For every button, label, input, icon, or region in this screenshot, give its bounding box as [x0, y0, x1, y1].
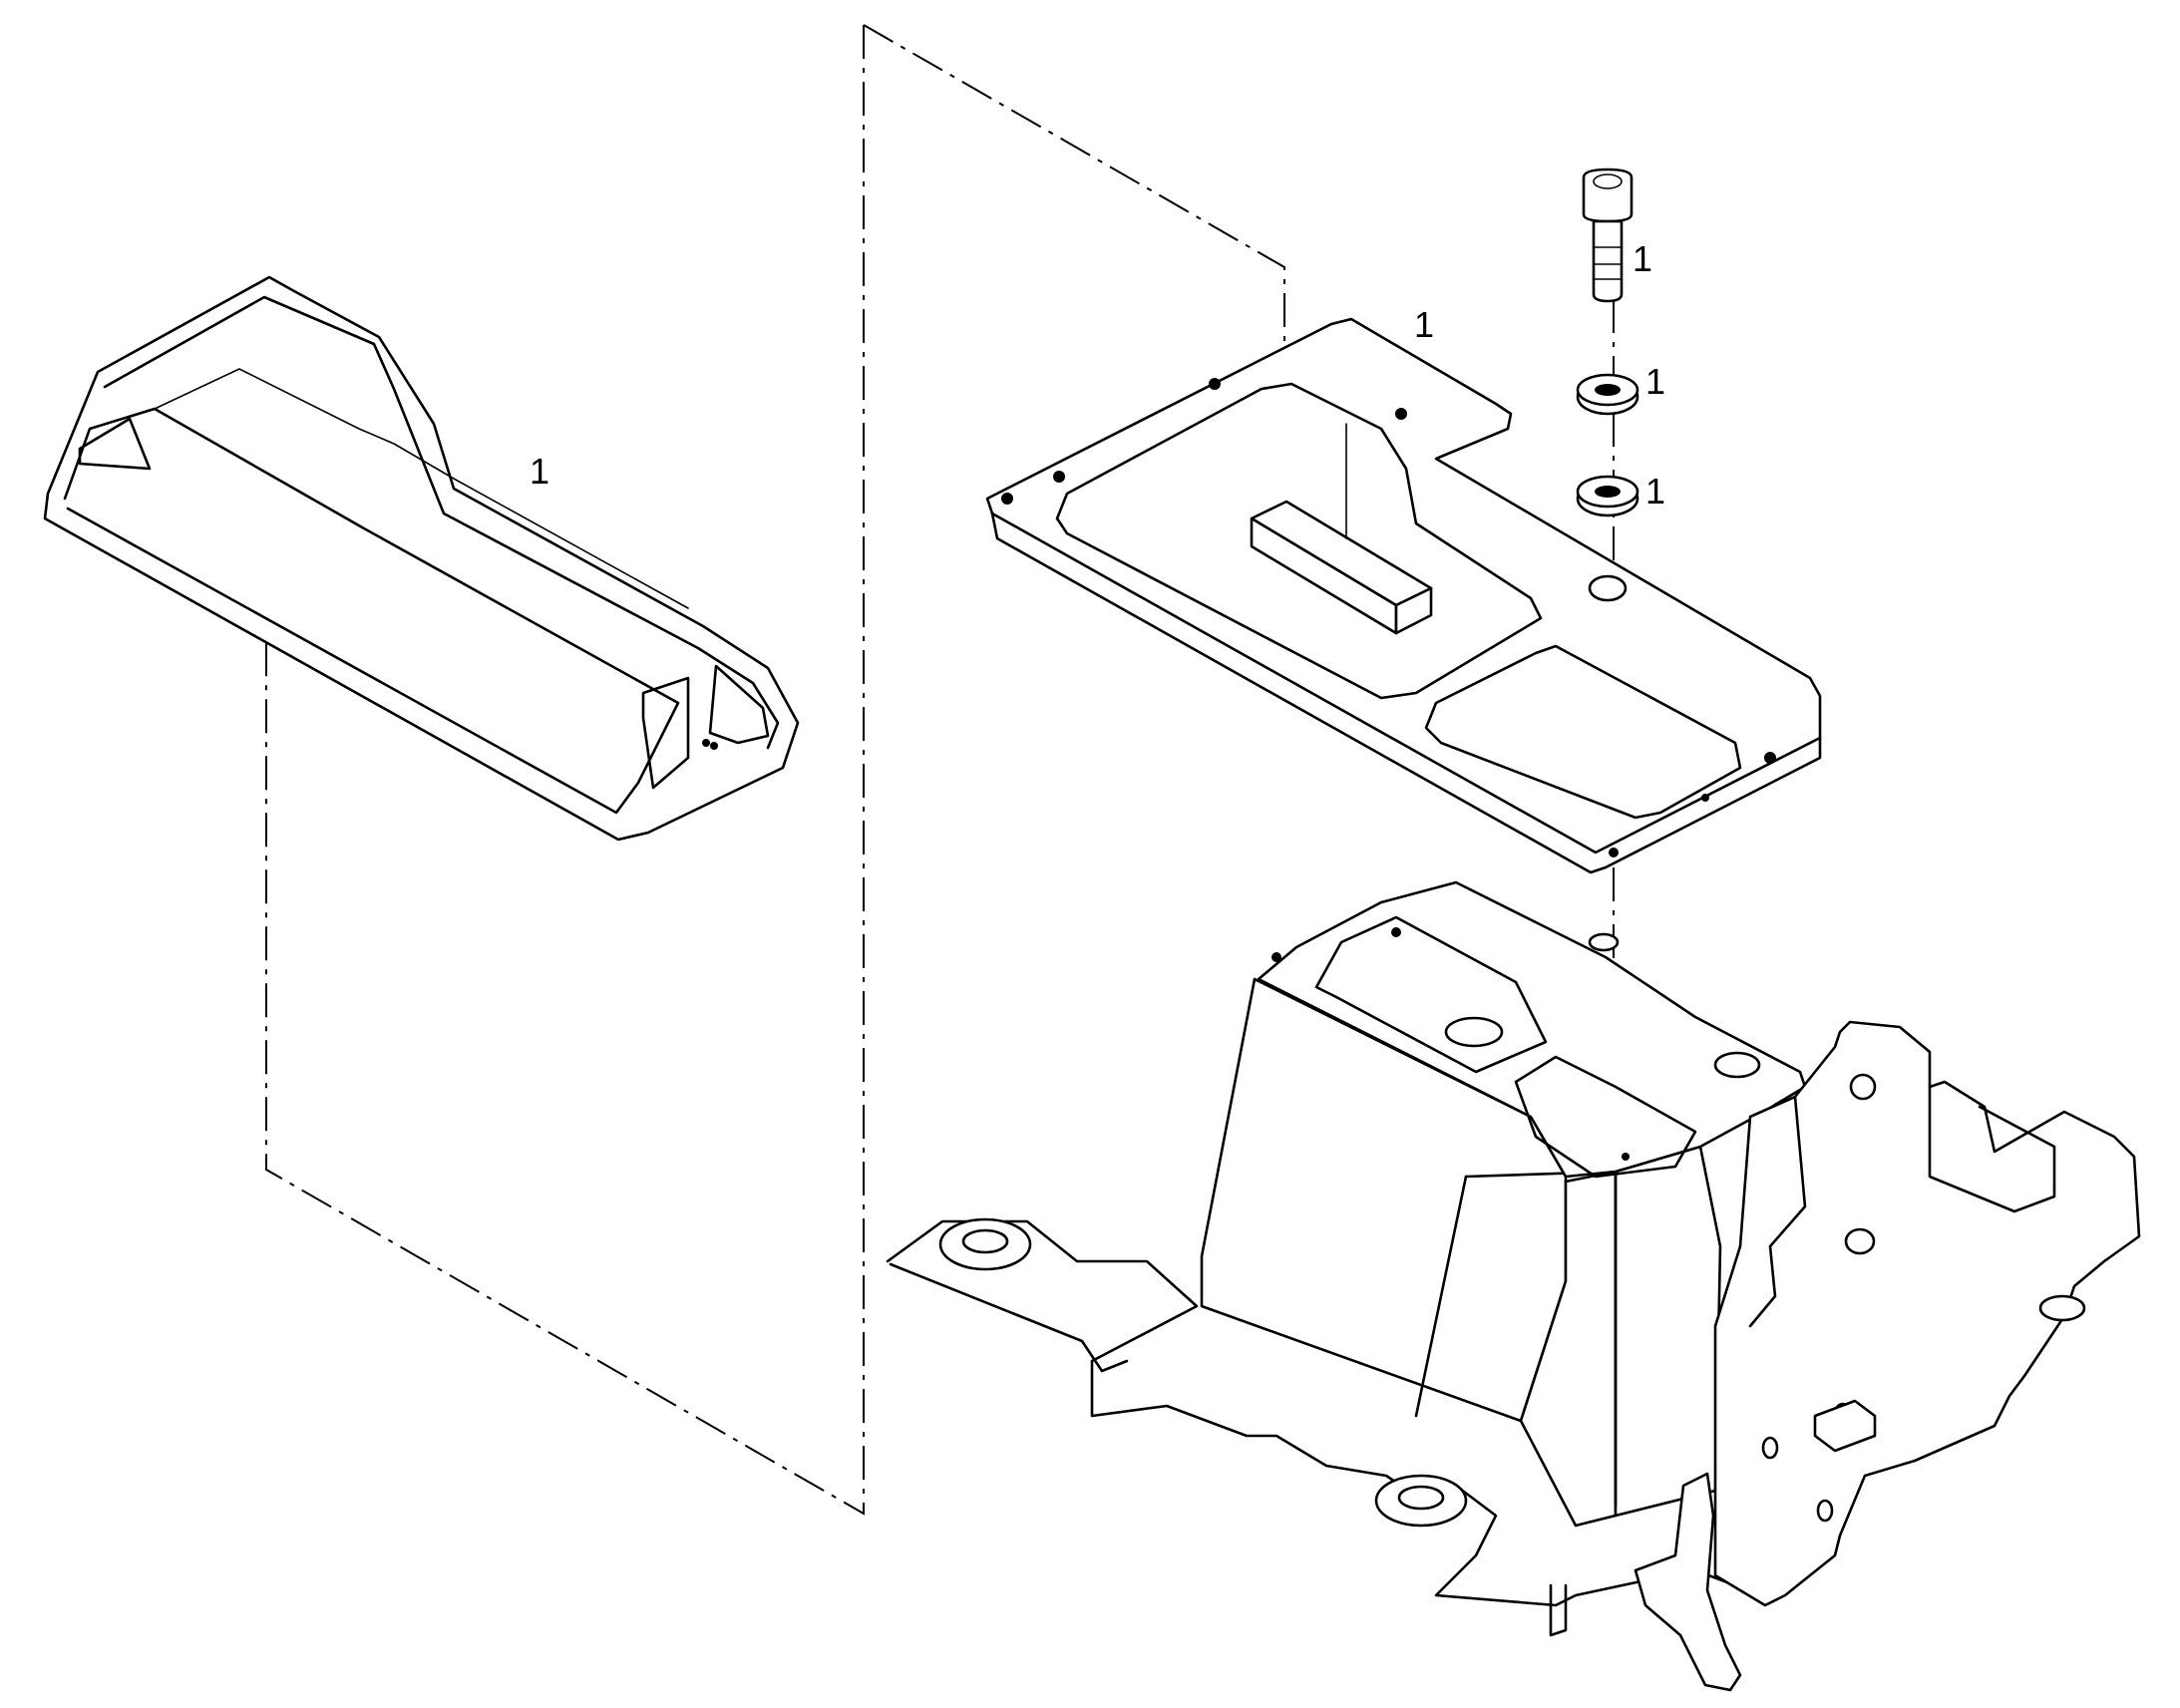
housing-top-hole [1588, 932, 1620, 952]
base-console-housing [886, 880, 1807, 1607]
guide-line-top [863, 24, 1285, 439]
frame-inner-top [103, 295, 780, 750]
housing-right-face [1614, 1145, 1722, 1518]
frame-outer [43, 275, 800, 842]
frame-hole [702, 739, 710, 747]
base-boss-front-hole [1397, 1485, 1445, 1511]
bolt-socket [1593, 173, 1623, 189]
bracket-plate [1928, 1085, 2056, 1213]
base-left-arm [889, 1262, 1129, 1373]
bracket-side [1748, 1095, 1807, 1328]
frame-back-window [78, 417, 152, 471]
armrest-frame [43, 275, 800, 842]
plate-edge [990, 512, 1822, 854]
frame-hole [710, 742, 718, 750]
socket-bolt [1582, 168, 1634, 303]
plate-hole [1053, 471, 1065, 483]
housing-divider [1414, 1175, 1468, 1418]
plate-recess-left [1055, 382, 1543, 700]
bracket-lug [1634, 1472, 1742, 1692]
washer-lower [1576, 475, 1639, 517]
frame-rail [154, 368, 689, 609]
base-right-bracket [1549, 1020, 2141, 1692]
bracket-foot [1549, 1583, 1568, 1637]
housing-hole [1391, 927, 1401, 937]
frame-front-window [641, 676, 690, 790]
plate-hole [1609, 848, 1619, 857]
callout-armrest-frame: 1 [530, 451, 549, 492]
plate-hole [1001, 493, 1013, 505]
housing-hole [1272, 952, 1281, 962]
guide-line-left-frame [265, 25, 865, 1516]
callout-washer-lower: 1 [1645, 471, 1665, 512]
bracket-hole [1761, 1436, 1779, 1460]
plate-block-end [1394, 586, 1433, 635]
washer-upper-hole [1595, 384, 1621, 396]
callout-cover-plate: 1 [1414, 304, 1434, 345]
callouts: 1 1 1 1 1 [530, 238, 1665, 512]
plate-hole [1395, 408, 1407, 420]
housing-top-opening-a [1314, 915, 1548, 1074]
bracket-body [1713, 1020, 2141, 1607]
bracket-hole [1844, 1227, 1876, 1255]
plate-recess-right [1424, 644, 1742, 820]
housing-top-hole [1444, 1016, 1504, 1048]
frame-side-window [708, 664, 770, 745]
bracket-hole [1816, 1499, 1834, 1523]
housing-hole [1622, 1153, 1630, 1161]
frame-inner-bottom [63, 407, 680, 815]
cover-plate [985, 317, 1822, 874]
bracket-tab [1813, 1399, 1877, 1453]
bracket-pin [1849, 1073, 1877, 1101]
housing-top-opening-b [1514, 1055, 1697, 1179]
plate-boss [1588, 574, 1628, 602]
bolt-shank [1592, 219, 1624, 303]
base-boss-left-hole [961, 1228, 1009, 1254]
housing-top-hole [1713, 1051, 1761, 1079]
callout-bolt: 1 [1633, 238, 1652, 279]
plate-hole [1209, 378, 1221, 390]
washer-lower-hole [1595, 486, 1621, 498]
bolt-head [1582, 168, 1634, 223]
plate-hole [1764, 752, 1776, 764]
washer-upper [1576, 373, 1639, 416]
bracket-boss [2038, 1294, 2086, 1322]
callout-washer-upper: 1 [1645, 361, 1665, 402]
housing-top [1257, 880, 1807, 1179]
plate-hole [1701, 794, 1709, 802]
